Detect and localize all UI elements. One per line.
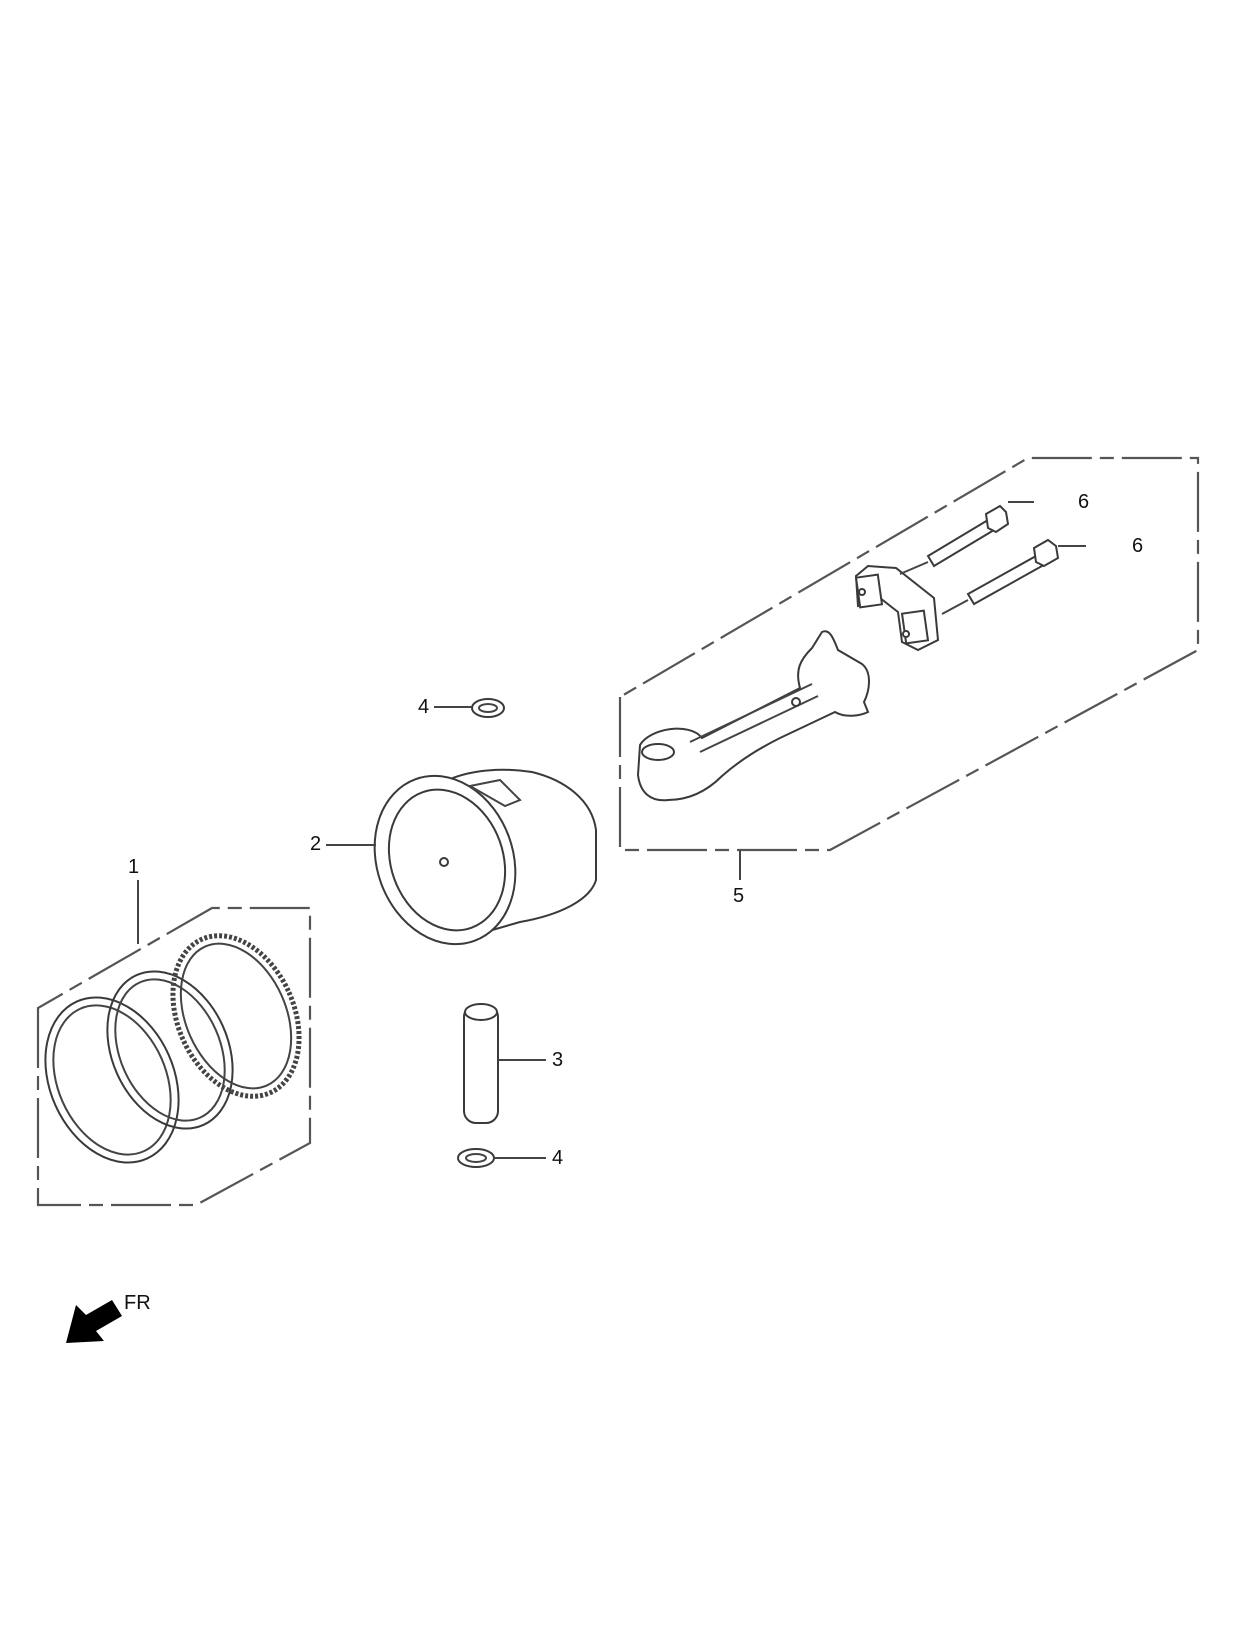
connecting-rod-assembly-group <box>618 456 1200 880</box>
group-outline-1 <box>36 906 312 1207</box>
piston-pin-clip-upper <box>434 698 505 718</box>
callout-3: 3 <box>552 1049 564 1071</box>
callout-5: 5 <box>733 885 745 907</box>
piston-pin <box>463 1003 546 1124</box>
piston-ring-second <box>106 970 234 1130</box>
callout-6-lower: 6 <box>1132 535 1144 557</box>
connecting-rod <box>636 630 870 802</box>
front-direction-arrow-icon <box>66 1300 122 1343</box>
group-outline-5 <box>618 456 1200 852</box>
connecting-rod-bolt-upper <box>899 504 1010 575</box>
callout-1: 1 <box>128 856 140 878</box>
piston-ring-top <box>44 996 180 1164</box>
front-direction-label: FR <box>124 1292 151 1314</box>
piston <box>326 768 597 946</box>
callout-4-upper: 4 <box>418 696 430 718</box>
connecting-rod-bolt-lower <box>941 538 1060 615</box>
piston-pin-clip-lower <box>457 1148 546 1168</box>
piston-ring-oil <box>170 933 302 1099</box>
callout-6-upper: 6 <box>1078 491 1090 513</box>
piston-ring-set-group <box>36 880 312 1207</box>
callout-2: 2 <box>310 833 322 855</box>
callout-4-lower: 4 <box>552 1147 564 1169</box>
connecting-rod-cap <box>854 564 940 652</box>
